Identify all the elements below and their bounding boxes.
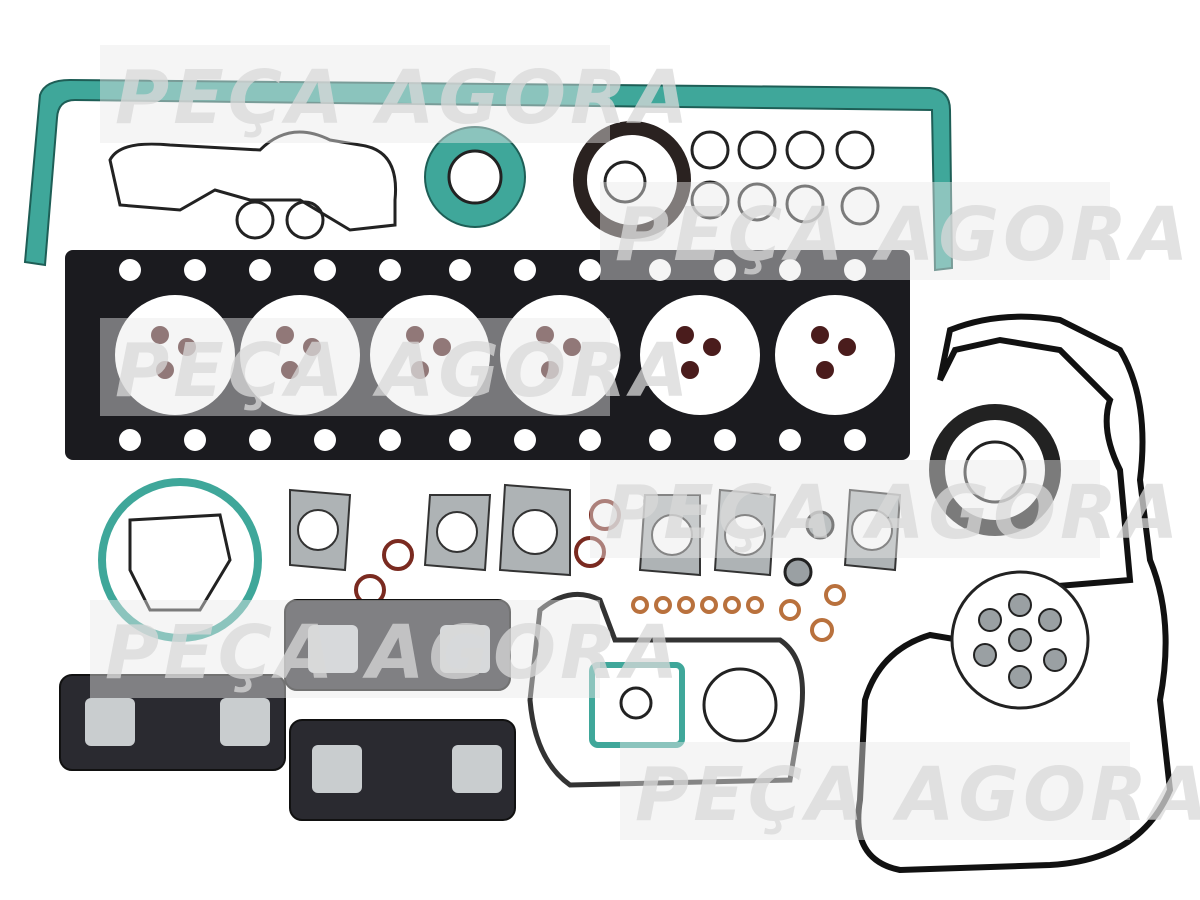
bolt-hole [779,429,801,451]
bolt-hole [379,259,401,281]
watermark-text: PEÇA AGORA [115,328,692,414]
bolt-hole [119,429,141,451]
bolt-hole [314,259,336,281]
valve-seal [433,338,451,356]
valve-seal [156,361,174,379]
bolt-hole [714,429,736,451]
watermark-box [600,182,1110,280]
valve-seal [676,326,694,344]
crank-seal [573,121,691,239]
bolt-hole [514,429,536,451]
valve-seal [178,338,196,356]
bolt-hole [779,259,801,281]
bolt-hole [119,259,141,281]
valve-seal [681,361,699,379]
watermark-box [100,45,610,143]
bolt-hole [844,429,866,451]
watermark-box [590,460,1100,558]
bolt-hole [379,429,401,451]
watermark-text: PEÇA AGORA [605,470,1182,556]
bolt-hole [249,259,271,281]
bolt-hole [579,259,601,281]
valve-seal [411,361,429,379]
timing-cover-gasket [527,591,805,788]
watermark: PEÇA AGORA PEÇA AGORA PEÇA AGORA PEÇA AGORA… [90,45,1200,840]
bolt-hole [844,259,866,281]
watermark-text: PEÇA AGORA [105,610,682,696]
valve-seal [303,338,321,356]
bolt-hole [249,429,271,451]
cylinder-bores [115,295,895,415]
watermark-box [90,600,600,698]
copper-washers [631,584,846,642]
watermark-box [620,742,1130,840]
bolt-hole [449,429,471,451]
bolt-hole [184,259,206,281]
watermark-box [100,318,610,416]
valve-seal [563,338,581,356]
bolt-hole [449,259,471,281]
valve-seal [811,326,829,344]
head-gasket-holes [119,259,866,451]
valve-seal [816,361,834,379]
watermark-text: PEÇA AGORA [615,192,1192,278]
bolt-hole [649,259,671,281]
o-rings-top [235,130,880,240]
watermark-text: PEÇA AGORA [115,55,692,141]
bolt-hole [514,259,536,281]
valve-seal [838,338,856,356]
bolt-hole [314,429,336,451]
bolt-hole [649,429,671,451]
valve-seal [281,361,299,379]
valve-seals [151,326,856,379]
watermark-text: PEÇA AGORA [635,752,1200,838]
oil-pan-gasket [23,78,954,272]
valve-seal [536,326,554,344]
cover-gasket [108,130,398,232]
bolt-hole [579,429,601,451]
bolt-hole [714,259,736,281]
rear-seal [929,404,1061,536]
water-pump-gasket [98,478,262,642]
bolt-hole [184,429,206,451]
valve-seal [151,326,169,344]
valve-seal [406,326,424,344]
valve-seal [541,361,559,379]
valve-seal [276,326,294,344]
valve-seal [703,338,721,356]
